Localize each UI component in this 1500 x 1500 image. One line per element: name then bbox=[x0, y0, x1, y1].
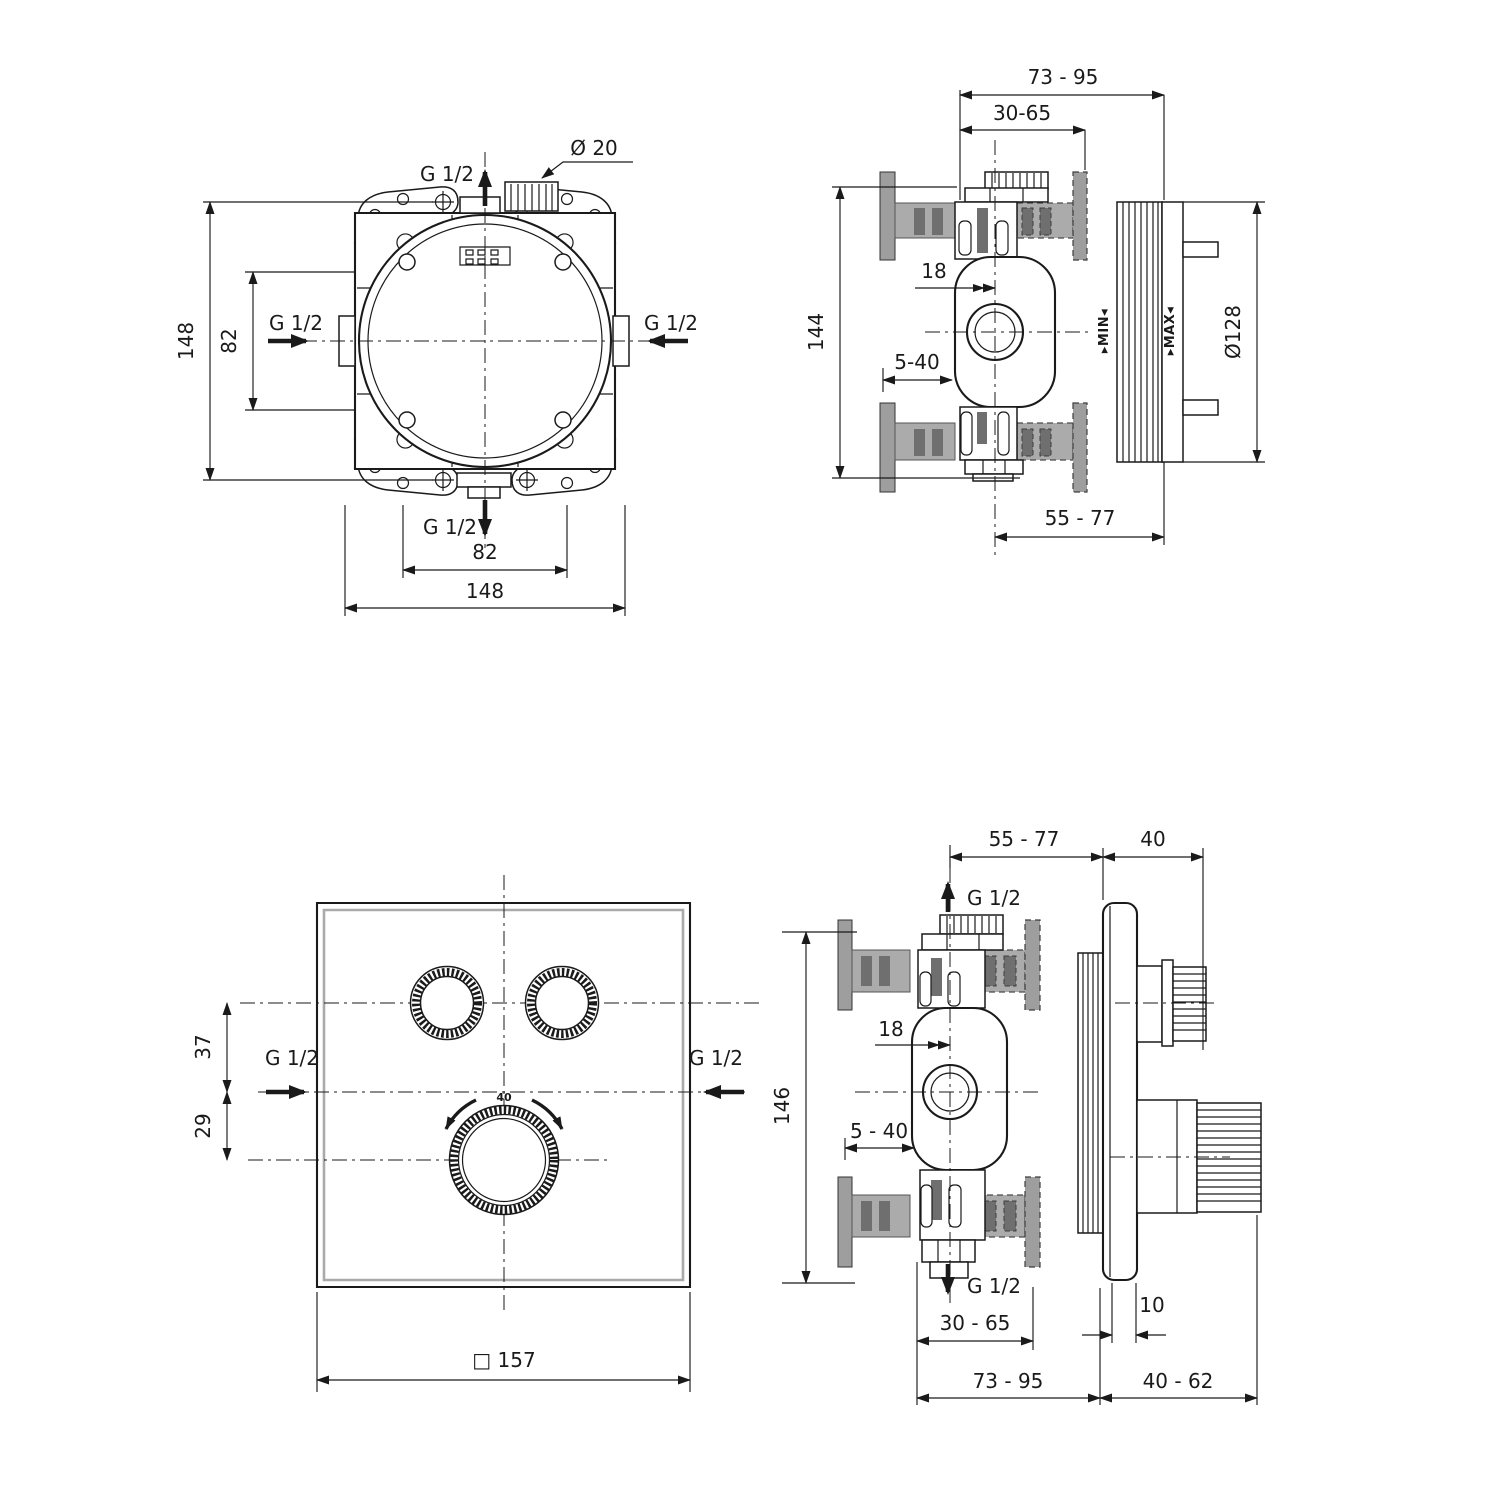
dim-dia-128: Ø128 bbox=[1221, 305, 1245, 359]
dim-height-144: 144 bbox=[804, 313, 828, 351]
port-label-g12-left: G 1/2 bbox=[265, 1046, 319, 1070]
dim-depth-73-95: 73 - 95 bbox=[973, 1369, 1044, 1393]
port-label-g12-bottom: G 1/2 bbox=[423, 515, 477, 539]
dim-depth-30-65: 30 - 65 bbox=[940, 1311, 1011, 1335]
dim-width-inner: 82 bbox=[472, 540, 497, 564]
thermostat-knob bbox=[446, 1100, 562, 1215]
trim-front-view: 37 29 G 1/2 G 1/2 40 □ 157 bbox=[191, 875, 760, 1392]
rough-in-side-view: ▸MIN◂ ▸MAX◂ 73 - 95 30-65 18 144 5-40 55… bbox=[804, 65, 1265, 560]
dim-offset-29: 29 bbox=[191, 1113, 215, 1138]
dim-depth-total: 73 - 95 bbox=[1028, 65, 1099, 89]
port-label-g12-top: G 1/2 bbox=[420, 162, 474, 186]
dim-depth-55-77: 55 - 77 bbox=[1045, 506, 1116, 530]
dim-offset-10: 10 bbox=[1139, 1293, 1164, 1317]
min-depth-marker: ▸MIN◂ bbox=[1097, 309, 1112, 353]
dim-range-5-40: 5-40 bbox=[894, 350, 939, 374]
control-handles bbox=[1137, 960, 1261, 1213]
dim-height-146: 146 bbox=[770, 1087, 794, 1125]
max-depth-marker: ▸MAX◂ bbox=[1163, 307, 1178, 356]
rotation-arrow-right bbox=[532, 1100, 562, 1130]
dimension-annotations bbox=[222, 1002, 691, 1392]
protective-cover bbox=[1117, 202, 1218, 462]
dim-offset-37: 37 bbox=[191, 1034, 215, 1059]
port-label-dia20: Ø 20 bbox=[570, 136, 618, 160]
dim-width-square: □ 157 bbox=[472, 1348, 535, 1372]
dim-offset-18: 18 bbox=[878, 1017, 903, 1041]
port-label-g12-left: G 1/2 bbox=[269, 311, 323, 335]
trim-plate-profile bbox=[1078, 903, 1137, 1280]
dim-depth-55-77: 55 - 77 bbox=[989, 827, 1060, 851]
trim-side-view: 55 - 77 40 G 1/2 18 146 5 - 40 G 1/2 30 … bbox=[770, 827, 1261, 1405]
port-label-g12-bottom: G 1/2 bbox=[967, 1274, 1021, 1298]
dim-offset-18: 18 bbox=[921, 259, 946, 283]
dim-depth-40: 40 bbox=[1140, 827, 1165, 851]
dim-depth-wall: 30-65 bbox=[993, 101, 1051, 125]
dimension-annotations bbox=[782, 845, 1258, 1405]
flow-arrows bbox=[268, 169, 688, 537]
port-label-g12-top: G 1/2 bbox=[967, 886, 1021, 910]
diverter-buttons bbox=[411, 967, 599, 1040]
wall-cross-section bbox=[838, 920, 1040, 1267]
valve-body-profile bbox=[955, 172, 1055, 481]
dim-width-outer: 148 bbox=[466, 579, 504, 603]
dimension-annotations bbox=[832, 90, 1265, 545]
port-label-g12-right: G 1/2 bbox=[689, 1046, 743, 1070]
dim-height-inner: 82 bbox=[217, 328, 241, 353]
wall-cross-section bbox=[880, 172, 1087, 492]
rotation-arrow-left bbox=[446, 1100, 476, 1130]
dim-range-5-40: 5 - 40 bbox=[850, 1119, 908, 1143]
port-label-g12-right: G 1/2 bbox=[644, 311, 698, 335]
dia20-leader bbox=[541, 162, 633, 179]
dim-height-outer: 148 bbox=[174, 322, 198, 360]
rough-in-front-view: 148 82 82 148 G 1/2 Ø 20 G 1/2 G 1/2 G 1… bbox=[174, 136, 698, 616]
knob-angle-label: 40 bbox=[496, 1091, 512, 1104]
dimension-annotations bbox=[203, 201, 626, 616]
dim-depth-40-62: 40 - 62 bbox=[1143, 1369, 1214, 1393]
